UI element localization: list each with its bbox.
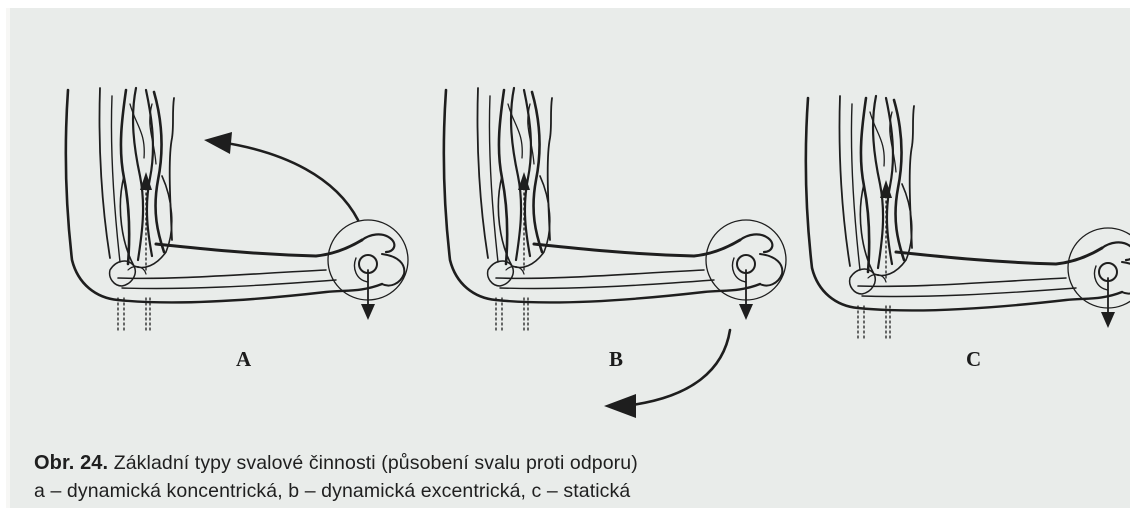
panel-label-b: B (609, 347, 623, 372)
caption-title-line: Obr. 24. Základní typy svalové činnosti … (34, 449, 934, 477)
scanned-page: A B C Obr. 24. Základní typy svalové čin… (6, 8, 1130, 508)
caption-legend: a – dynamická koncentrická, b – dynamick… (34, 477, 934, 505)
panel-c-elbow-drawing (806, 96, 1130, 338)
elbow-illustration (6, 8, 1130, 438)
caption-title: Základní typy svalové činnosti (působení… (114, 452, 638, 474)
figure-number: Obr. 24. (34, 452, 108, 474)
figure-caption: Obr. 24. Základní typy svalové činnosti … (34, 449, 934, 505)
panel-label-c: C (966, 347, 981, 372)
panel-a-elbow-drawing (66, 88, 408, 330)
panel-label-a: A (236, 347, 251, 372)
